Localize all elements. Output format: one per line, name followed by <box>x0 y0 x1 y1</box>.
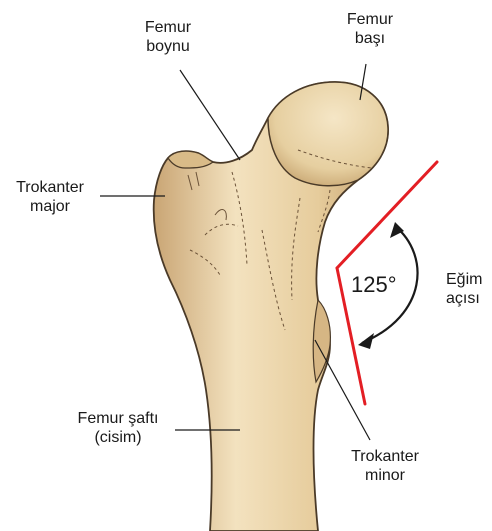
label-egim-acisi-line2: açısı <box>446 289 492 308</box>
label-egim-acisi: Eğim açısı <box>446 270 492 308</box>
label-trokanter-minor-line1: Trokanter <box>330 447 440 466</box>
label-trokanter-major: Trokanter major <box>2 178 98 216</box>
greater-trochanter-tip <box>168 151 213 168</box>
angle-value: 125° <box>351 272 397 298</box>
femoral-head <box>268 82 388 186</box>
label-femur-safti: Femur şaftı (cisim) <box>58 409 178 447</box>
label-femur-boynu-line1: Femur <box>128 18 208 37</box>
label-femur-basi-line2: başı <box>335 29 405 48</box>
label-trokanter-major-line2: major <box>2 197 98 216</box>
label-femur-boynu-line2: boynu <box>128 37 208 56</box>
label-femur-safti-line1: Femur şaftı <box>58 409 178 428</box>
label-femur-basi-line1: Femur <box>335 10 405 29</box>
label-trokanter-minor: Trokanter minor <box>330 447 440 485</box>
label-femur-safti-line2: (cisim) <box>58 428 178 447</box>
label-trokanter-major-line1: Trokanter <box>2 178 98 197</box>
label-femur-boynu: Femur boynu <box>128 18 208 56</box>
label-femur-basi: Femur başı <box>335 10 405 48</box>
label-egim-acisi-line1: Eğim <box>446 270 492 289</box>
label-trokanter-minor-line2: minor <box>330 466 440 485</box>
